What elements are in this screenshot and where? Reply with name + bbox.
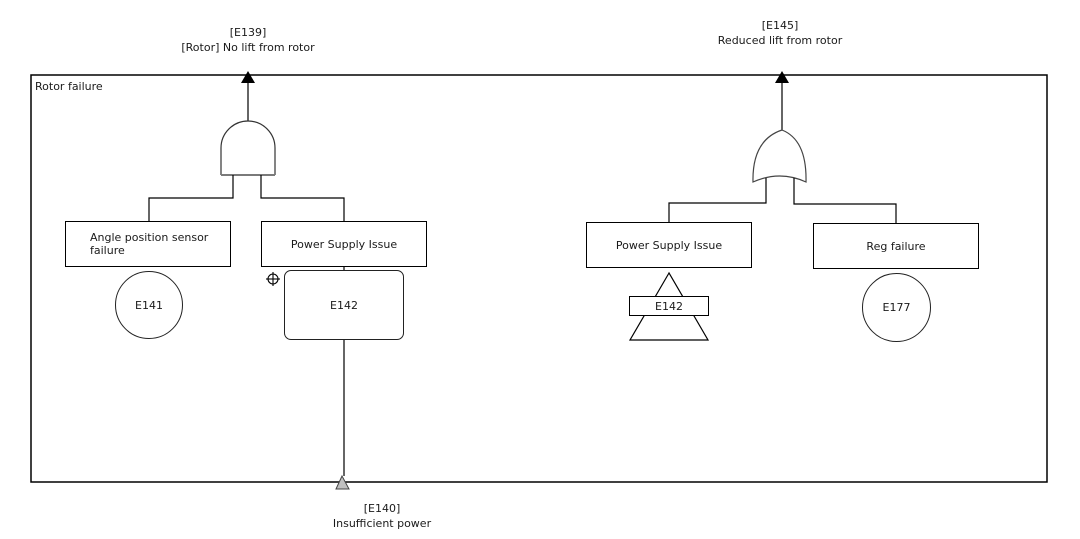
event-name: [Rotor] No lift from rotor (181, 41, 315, 54)
event-id: [E140] (363, 502, 401, 515)
or-gate-icon[interactable] (752, 129, 807, 183)
transfer-event-e142[interactable]: E142 (629, 296, 709, 316)
crosshair-icon[interactable] (266, 272, 280, 286)
transfer-arrow-icon (335, 474, 350, 490)
event-label-line1: Angle position sensor (90, 231, 209, 244)
and-gate-icon[interactable] (220, 120, 276, 175)
top-event-e139[interactable]: [E139] [Rotor] No lift from rotor (148, 25, 348, 55)
arrow-up-icon (775, 71, 789, 83)
event-power-supply-issue-right[interactable]: Power Supply Issue (586, 222, 752, 268)
top-event-e145[interactable]: [E145] Reduced lift from rotor (680, 18, 880, 48)
connector-and-left (148, 175, 234, 222)
event-power-supply-issue-left[interactable]: Power Supply Issue (261, 221, 427, 267)
event-reg-failure[interactable]: Reg failure (813, 223, 979, 269)
event-name: Insufficient power (332, 517, 432, 530)
group-frame (30, 74, 1048, 483)
bottom-event-e140[interactable]: [E140] Insufficient power (282, 501, 482, 531)
basic-event-e141[interactable]: E141 (115, 271, 183, 339)
event-name: Reduced lift from rotor (717, 34, 843, 47)
connector-or-right (793, 178, 897, 223)
event-id: [E139] (229, 26, 267, 39)
event-id: [E145] (761, 19, 799, 32)
connector-and-right (260, 175, 345, 222)
event-label-line2: failure (90, 244, 125, 257)
arrow-up-icon (241, 71, 255, 83)
basic-event-e177[interactable]: E177 (862, 273, 931, 342)
connector-or-left (668, 178, 767, 222)
frame-title: Rotor failure (35, 80, 103, 93)
intermediate-event-e142[interactable]: E142 (284, 270, 404, 340)
event-angle-position-sensor-failure[interactable]: Angle position sensor failure (65, 221, 231, 267)
